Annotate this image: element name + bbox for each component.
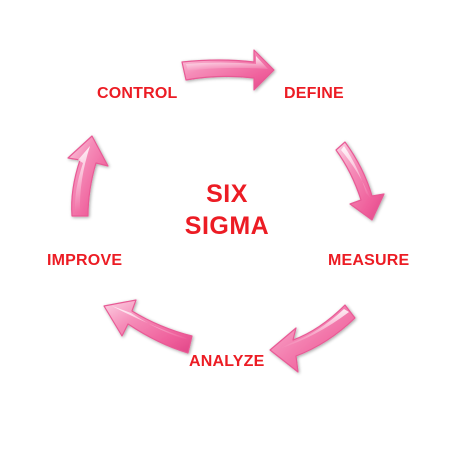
step-label-improve: IMPROVE [47, 252, 123, 269]
step-label-define: DEFINE [284, 85, 344, 102]
step-label-analyze: ANALYZE [189, 353, 265, 370]
arrow-control-to-define [181, 49, 275, 91]
center-title-line-1: SIX [206, 180, 248, 208]
arrow-define-to-measure [335, 141, 385, 221]
step-label-measure: MEASURE [328, 252, 410, 269]
arrow-measure-to-analyze [269, 304, 356, 373]
center-title: SIX SIGMA [165, 178, 289, 242]
step-label-control: CONTROL [97, 85, 178, 102]
arrow-improve-to-control [67, 135, 109, 217]
arrow-analyze-to-improve [103, 299, 193, 354]
center-title-line-2: SIGMA [184, 212, 270, 240]
